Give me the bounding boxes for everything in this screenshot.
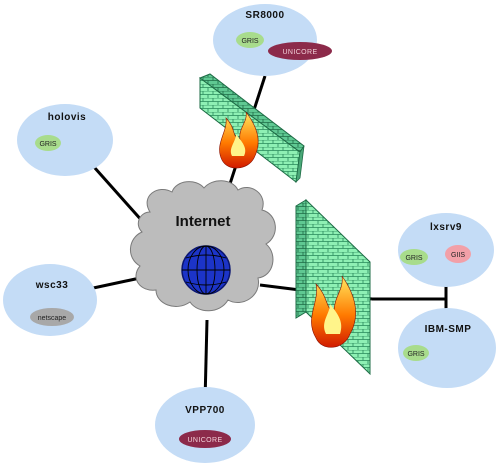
host-lxsrv9[interactable]: lxsrv9 GRIS GIIS — [398, 213, 494, 287]
service-label: GRIS — [405, 255, 422, 262]
service-gris[interactable] — [236, 32, 264, 48]
host-bubble — [155, 387, 255, 463]
host-sr8000[interactable]: SR8000 GRIS UNICORE — [213, 4, 332, 76]
firewall-right — [295, 198, 371, 376]
service-gris[interactable] — [403, 345, 429, 361]
firewall-icon-2 — [295, 199, 307, 319]
firewall-face — [305, 198, 371, 376]
host-bubble — [398, 308, 496, 388]
service-gris[interactable] — [35, 135, 61, 151]
service-unicore[interactable] — [179, 430, 231, 448]
firewall-side — [295, 145, 305, 184]
host-vpp700[interactable]: VPP700 UNICORE — [155, 387, 255, 463]
host-name: holovis — [48, 112, 87, 123]
host-holovis[interactable]: holovis GRIS — [17, 104, 113, 176]
internet-label: Internet — [175, 213, 230, 230]
service-label: UNICORE — [187, 437, 222, 444]
service-giis[interactable] — [445, 245, 471, 263]
flame-icon — [219, 111, 259, 169]
service-label: GRIS — [407, 351, 424, 358]
flame-icon-2 — [311, 275, 356, 348]
service-unicore[interactable] — [268, 42, 332, 60]
host-name: VPP700 — [185, 405, 225, 416]
host-ibm-smp[interactable]: IBM-SMP GRIS — [398, 308, 496, 388]
firewall-top — [198, 73, 305, 184]
host-name: SR8000 — [245, 10, 284, 21]
host-bubble — [398, 213, 494, 287]
host-name: lxsrv9 — [430, 222, 462, 233]
globe-icon — [181, 245, 231, 295]
service-netscape[interactable] — [30, 308, 74, 326]
service-label: GRIS — [241, 38, 258, 45]
host-name: IBM-SMP — [425, 324, 472, 335]
service-label: UNICORE — [282, 49, 317, 56]
host-bubble — [17, 104, 113, 176]
host-name: wsc33 — [35, 280, 69, 291]
service-label: GRIS — [39, 141, 56, 148]
service-label: GIIS — [451, 252, 465, 259]
service-label: netscape — [38, 315, 67, 322]
internet-cloud: Internet — [130, 180, 276, 312]
service-gris[interactable] — [400, 249, 428, 265]
host-wsc33[interactable]: wsc33 netscape — [3, 264, 97, 336]
